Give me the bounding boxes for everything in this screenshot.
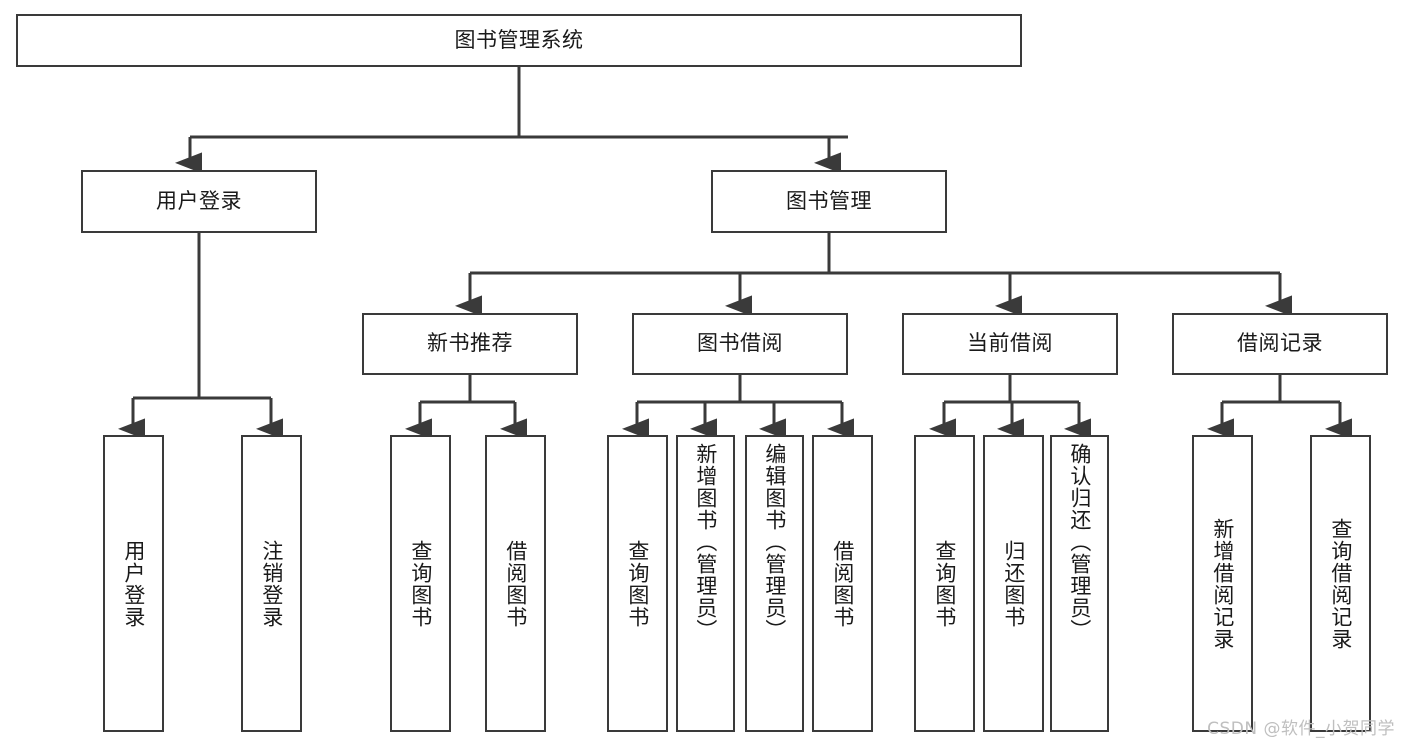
node-book-borrowing[interactable]: 图书借阅 bbox=[632, 313, 848, 375]
node-label: 新增图书（管理员） bbox=[693, 443, 718, 641]
leaf-current-borrow-return-books[interactable]: 归还图书 bbox=[983, 435, 1044, 732]
leaf-borrow-record-query-record[interactable]: 查询借阅记录 bbox=[1310, 435, 1371, 732]
leaf-book-borrow-edit-book-admin[interactable]: 编辑图书（管理员） bbox=[745, 435, 804, 732]
node-label: 归还图书 bbox=[1001, 539, 1026, 628]
leaf-user-login-login[interactable]: 用户登录 bbox=[103, 435, 164, 732]
node-label: 查询图书 bbox=[408, 539, 433, 628]
node-borrowing-records[interactable]: 借阅记录 bbox=[1172, 313, 1388, 375]
leaf-user-login-logout[interactable]: 注销登录 bbox=[241, 435, 302, 732]
node-label: 查询图书 bbox=[932, 539, 957, 628]
node-label: 确认归还（管理员） bbox=[1067, 443, 1092, 641]
node-label: 当前借阅 bbox=[967, 331, 1053, 356]
node-label: 新书推荐 bbox=[427, 331, 513, 356]
node-label: 借阅图书 bbox=[503, 539, 528, 628]
node-label: 查询图书 bbox=[625, 539, 650, 628]
leaf-book-borrow-add-book-admin[interactable]: 新增图书（管理员） bbox=[676, 435, 735, 732]
leaf-current-borrow-confirm-return-admin[interactable]: 确认归还（管理员） bbox=[1050, 435, 1109, 732]
node-user-login[interactable]: 用户登录 bbox=[81, 170, 317, 233]
leaf-book-borrow-borrow-books[interactable]: 借阅图书 bbox=[812, 435, 873, 732]
node-label: 借阅图书 bbox=[830, 539, 855, 628]
node-current-borrowing[interactable]: 当前借阅 bbox=[902, 313, 1118, 375]
leaf-borrow-record-add-record[interactable]: 新增借阅记录 bbox=[1192, 435, 1253, 732]
node-label: 编辑图书（管理员） bbox=[762, 443, 787, 641]
leaf-current-borrow-query-books[interactable]: 查询图书 bbox=[914, 435, 975, 732]
node-label: 图书借阅 bbox=[697, 331, 783, 356]
node-new-book-recommendation[interactable]: 新书推荐 bbox=[362, 313, 578, 375]
node-label: 借阅记录 bbox=[1237, 331, 1323, 356]
node-root-book-management-system[interactable]: 图书管理系统 bbox=[16, 14, 1022, 67]
node-label: 图书管理 bbox=[786, 188, 872, 213]
node-label: 查询借阅记录 bbox=[1328, 517, 1353, 650]
node-book-management[interactable]: 图书管理 bbox=[711, 170, 947, 233]
node-label: 用户登录 bbox=[156, 188, 242, 213]
leaf-new-book-query-books[interactable]: 查询图书 bbox=[390, 435, 451, 732]
node-label: 图书管理系统 bbox=[454, 27, 584, 52]
leaf-new-book-borrow-books[interactable]: 借阅图书 bbox=[485, 435, 546, 732]
node-label: 注销登录 bbox=[259, 539, 284, 628]
node-label: 用户登录 bbox=[121, 539, 146, 628]
node-label: 新增借阅记录 bbox=[1210, 517, 1235, 650]
leaf-book-borrow-query-books[interactable]: 查询图书 bbox=[607, 435, 668, 732]
